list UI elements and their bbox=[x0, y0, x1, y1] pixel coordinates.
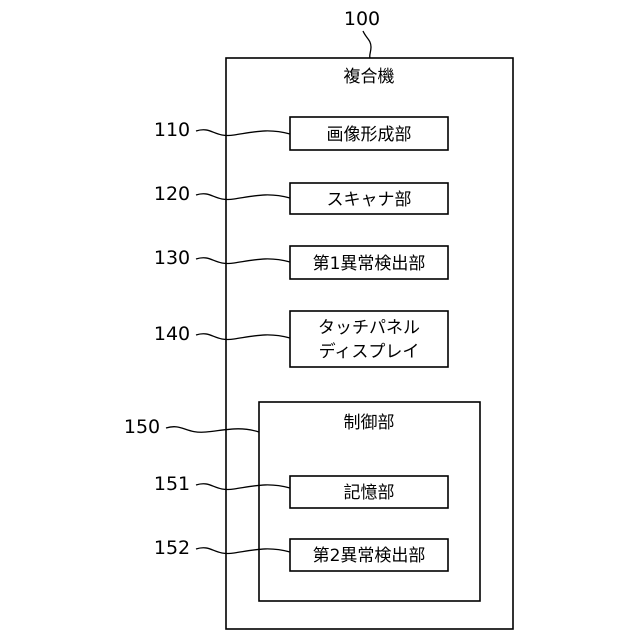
component-151-ref: 151 bbox=[154, 473, 190, 495]
component-152-label: 第2異常検出部 bbox=[313, 546, 426, 566]
component-151-label: 記憶部 bbox=[344, 483, 395, 503]
component-120-label: スキャナ部 bbox=[327, 190, 412, 210]
controller-ref-label: 150 bbox=[124, 416, 160, 438]
device-leader-line bbox=[363, 31, 371, 58]
component-130-ref: 130 bbox=[154, 247, 190, 269]
controller-title: 制御部 bbox=[344, 413, 395, 433]
component-152-ref: 152 bbox=[154, 537, 190, 559]
component-140-label-line1: タッチパネル bbox=[318, 318, 420, 338]
component-110-label: 画像形成部 bbox=[327, 125, 412, 145]
component-120-ref: 120 bbox=[154, 183, 190, 205]
component-130-label: 第1異常検出部 bbox=[313, 254, 426, 274]
component-110-ref: 110 bbox=[154, 119, 190, 141]
component-140-ref: 140 bbox=[154, 323, 190, 345]
component-140-label-line2: ディスプレイ bbox=[319, 341, 420, 362]
device-title: 複合機 bbox=[344, 67, 395, 87]
device-ref-label: 100 bbox=[344, 8, 380, 30]
